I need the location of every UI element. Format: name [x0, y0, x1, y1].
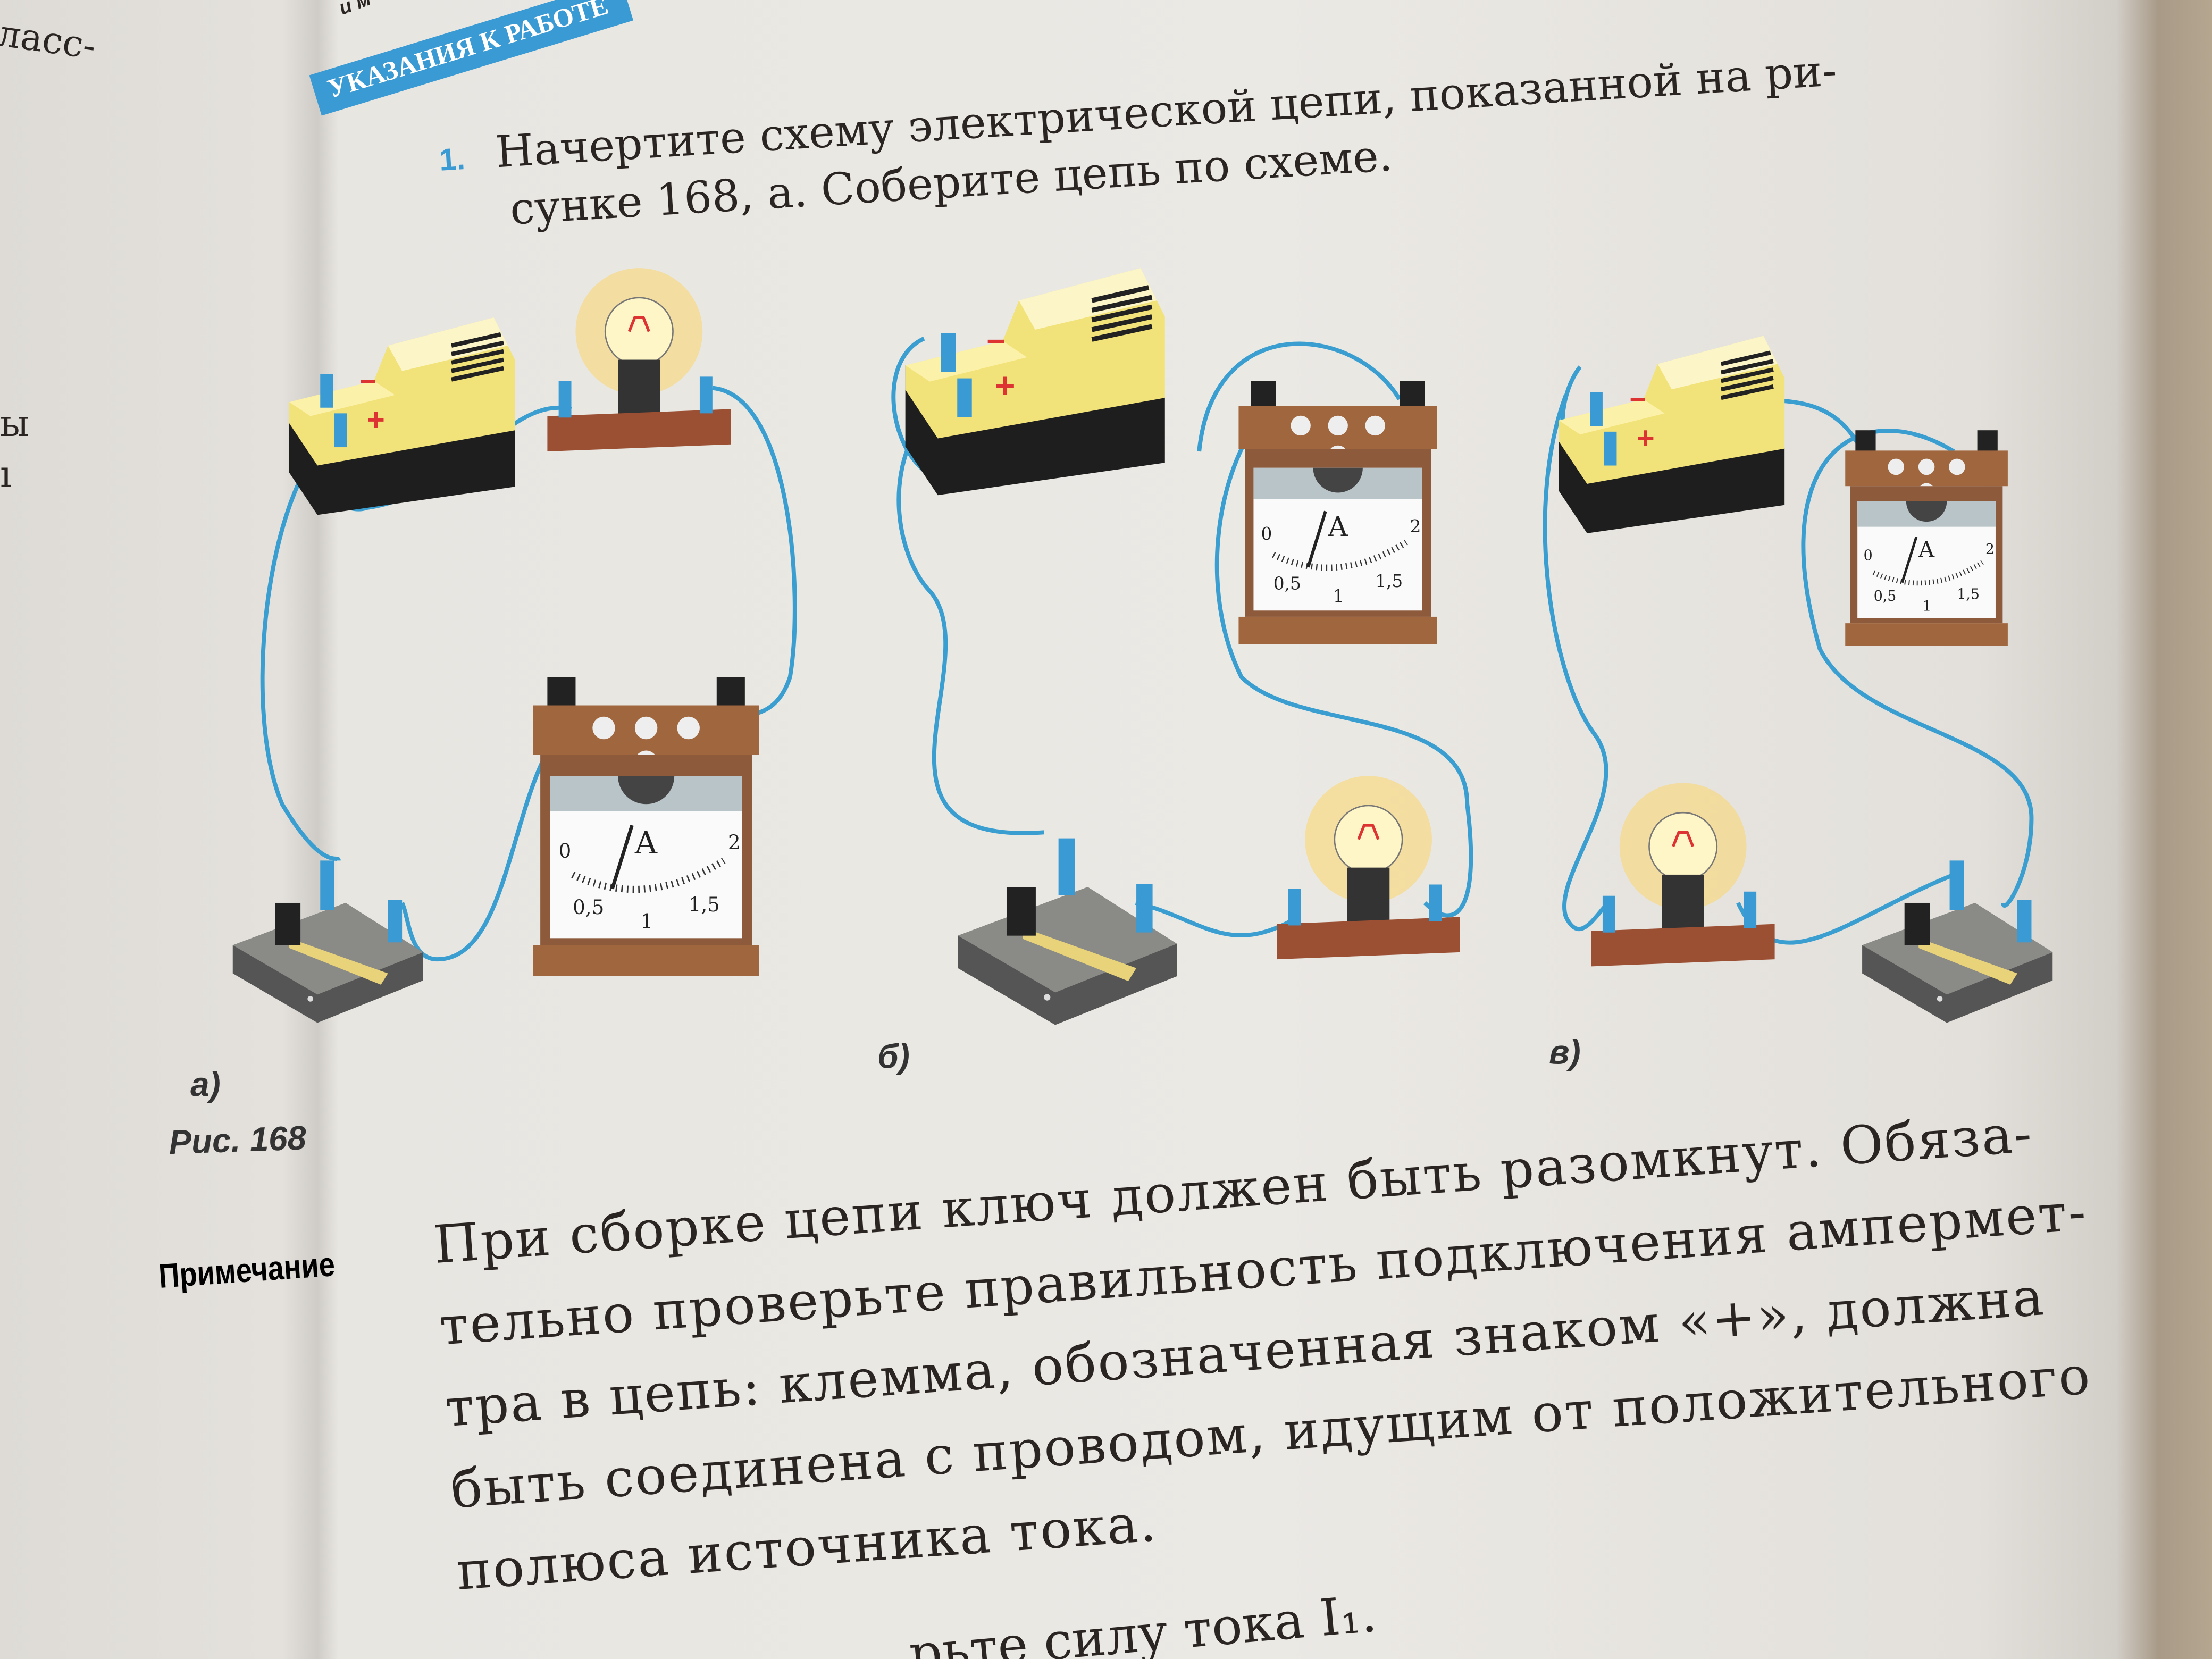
ammeter-a: 0 A 2 0,5 1 1,5 — [533, 677, 759, 976]
ammeter-c: 0 A 2 0,5 1 1,5 — [1845, 430, 2008, 646]
panel-label-b: б) — [877, 1037, 910, 1075]
ammeter-scale-label: 0,5 — [573, 896, 604, 919]
figure-caption: Рис. 168 — [168, 1119, 307, 1161]
ammeter-scale-label: 1 — [641, 910, 653, 933]
ammeter-scale-label: 0 — [1261, 524, 1272, 544]
panel-label-a: а) — [190, 1066, 221, 1103]
ammeter-scale-label: 2 — [1985, 541, 1995, 558]
key-c — [1862, 860, 2053, 1023]
ammeter-scale-label: 0,5 — [1273, 574, 1301, 594]
battery-b — [906, 268, 1165, 495]
ammeter-b: 0 A 2 0,5 1 1,5 — [1238, 381, 1437, 644]
ammeter-scale-label: A — [634, 825, 658, 861]
bulb-a — [547, 268, 731, 451]
battery-a — [289, 317, 515, 515]
ammeter-scale-label: 1 — [1333, 586, 1344, 606]
ammeter-scale-label: 1,5 — [1375, 571, 1403, 591]
ammeter-scale-label: A — [1918, 537, 1935, 563]
ammeter-scale-label: 0 — [1864, 548, 1873, 564]
bulb-b — [1277, 776, 1460, 959]
battery-c — [1559, 336, 1784, 533]
ammeter-scale-label: A — [1328, 511, 1348, 543]
ammeter-scale-label: 2 — [1410, 516, 1421, 537]
ammeter-scale-label: 1,5 — [689, 893, 720, 916]
ammeter-scale-label: 2 — [728, 831, 741, 854]
ammeter-scale-label: 0,5 — [1874, 588, 1897, 605]
left-page-fragment: ı — [0, 454, 12, 497]
ammeter-scale-label: 1 — [1922, 598, 1931, 615]
ammeter-scale-label: 0 — [559, 840, 572, 862]
panel-label-c: в) — [1549, 1033, 1581, 1071]
left-page-fragment: ы — [0, 403, 29, 446]
key-b — [958, 838, 1177, 1025]
key-a — [232, 860, 423, 1023]
ammeter-scale-label: 1,5 — [1957, 586, 1980, 602]
bulb-c — [1591, 783, 1775, 966]
